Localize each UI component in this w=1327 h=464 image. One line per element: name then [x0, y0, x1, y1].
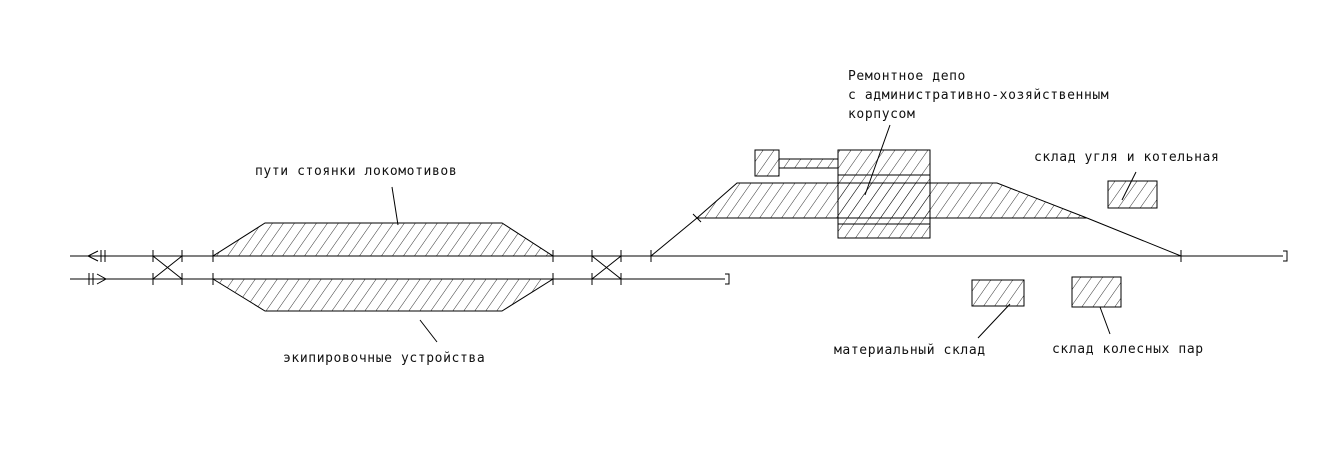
repair-depot-building — [837, 149, 931, 239]
label-loco-parking: пути стоянки локомотивов — [255, 164, 457, 179]
leader-lines — [391, 124, 1137, 343]
label-wheels: склад колесных пар — [1052, 342, 1204, 357]
annex-passage — [778, 158, 839, 169]
equipment-area — [211, 278, 555, 312]
label-depot-3: корпусом — [848, 107, 915, 122]
crossover-left — [152, 255, 183, 280]
crossover-right — [591, 255, 622, 280]
label-material: материальный склад — [834, 343, 986, 358]
label-depot-2: с административно-хозяйственным — [848, 88, 1109, 103]
depot-track-lead — [650, 213, 1182, 257]
wheelset-storage-building — [1071, 276, 1122, 308]
coal-storage-building — [1107, 180, 1158, 209]
material-storage-building — [971, 279, 1025, 307]
label-coal: склад угля и котельная — [1034, 150, 1219, 165]
label-depot-1: Ремонтное депо — [848, 69, 966, 84]
label-equipment: экипировочные устройства — [283, 351, 485, 366]
annex-building — [754, 149, 780, 177]
loco-parking-area — [211, 222, 555, 257]
